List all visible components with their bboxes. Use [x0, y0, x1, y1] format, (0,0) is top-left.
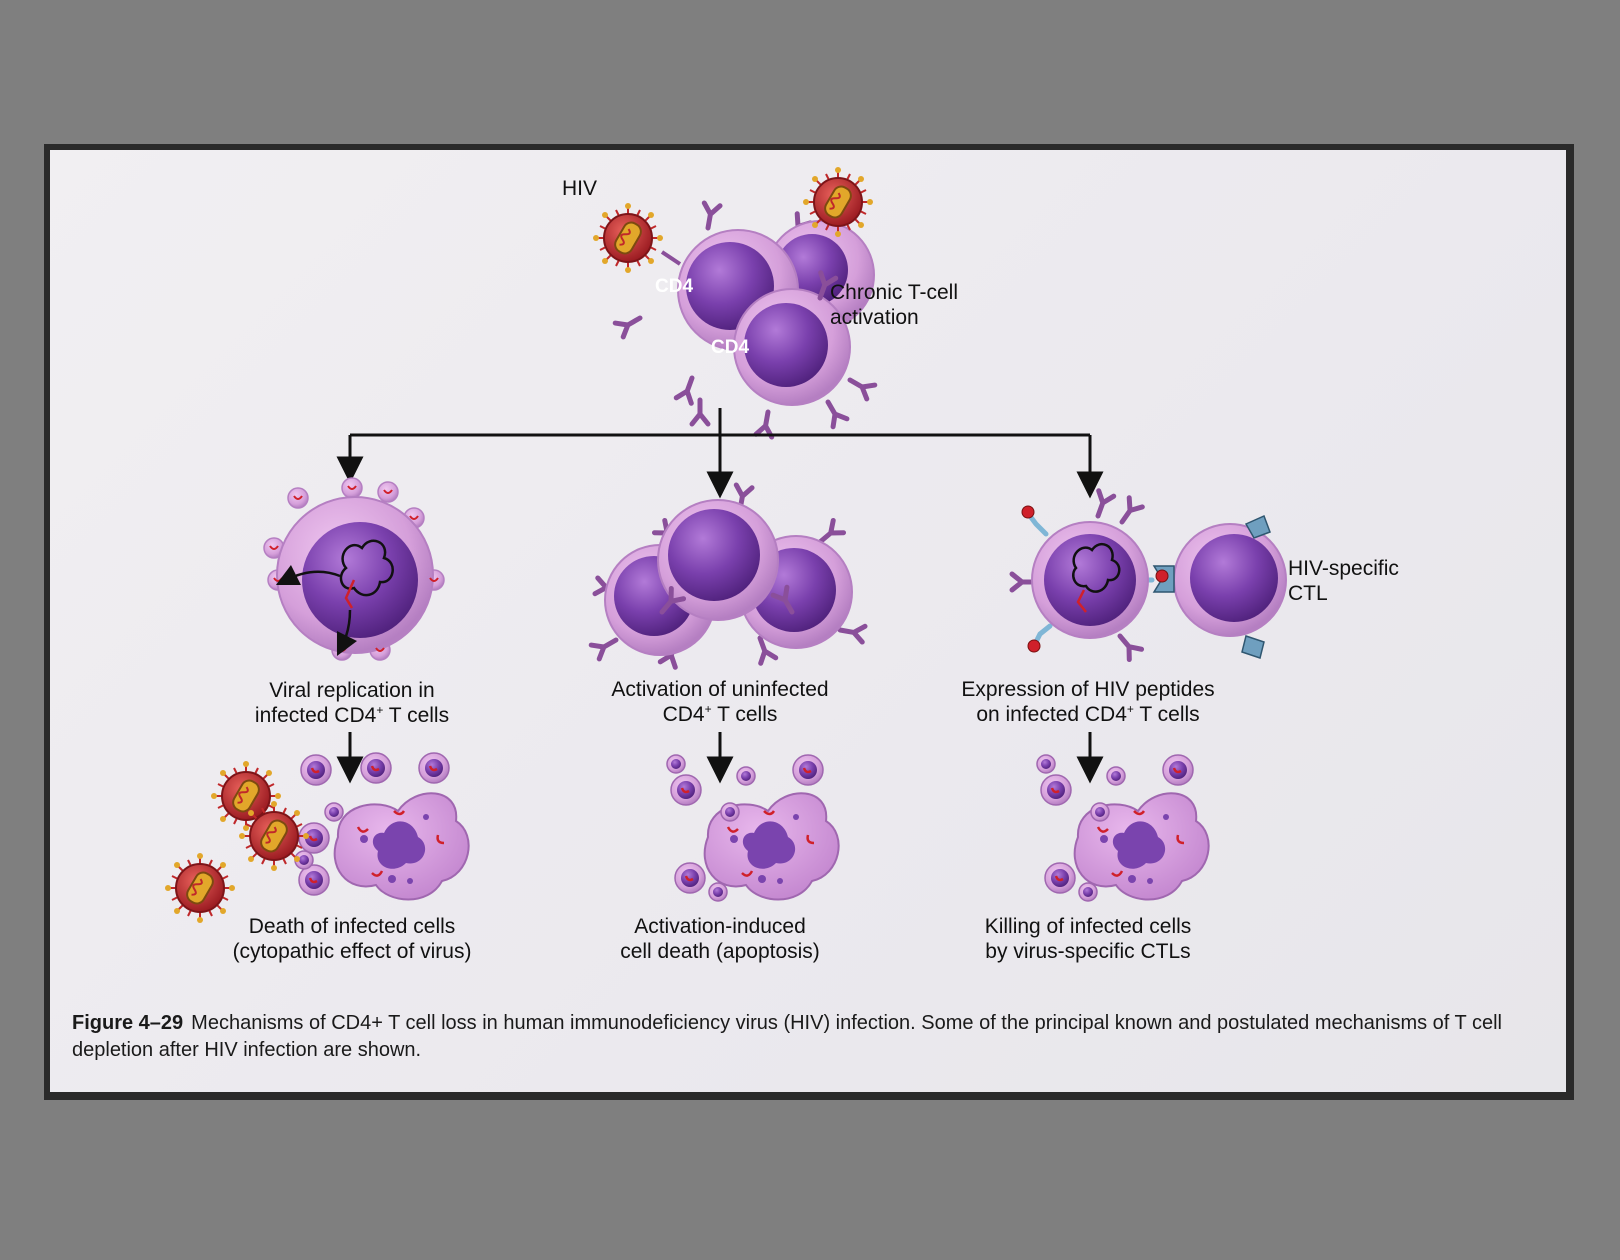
- activation-uninfected-label: Activation of uninfected CD4+ T cells: [611, 677, 828, 727]
- label-line: by virus-specific CTLs: [985, 940, 1191, 963]
- label-line: Activation-induced: [634, 915, 806, 938]
- hiv-label: HIV: [562, 177, 598, 200]
- top-cd4-cluster: [592, 166, 875, 437]
- death-infected-label: Death of infected cells (cytopathic effe…: [233, 914, 472, 964]
- cd4-label: CD4: [711, 337, 750, 358]
- receptor-icon: [756, 411, 776, 437]
- hiv-virus-icon: [164, 852, 236, 924]
- receptor-icon: [700, 203, 720, 229]
- caption-text: Mechanisms of CD4+ T cell loss in human …: [72, 1012, 1502, 1061]
- infected-cell-with-ctl: [1012, 491, 1287, 660]
- label-line: Activation of uninfected: [611, 678, 829, 701]
- label-line: cell death (apoptosis): [620, 940, 820, 963]
- label-line: CTL: [1288, 582, 1328, 605]
- branch-arrows: [336, 408, 1104, 784]
- label-line: CD4+ T cells: [662, 702, 778, 726]
- cd4-label: CD4: [655, 276, 694, 297]
- expression-hiv-peptides-label: Expression of HIV peptides on infected C…: [961, 677, 1214, 727]
- label-line: (cytopathic effect of virus): [232, 940, 472, 963]
- receptor-icon: [676, 375, 699, 403]
- chronic-activation-label: Chronic T-cell activation: [830, 280, 958, 330]
- nucleus: [744, 303, 828, 387]
- dying-cells-left: [164, 751, 470, 924]
- label-line: Killing of infected cells: [984, 915, 1192, 938]
- receptor-icon: [615, 311, 644, 337]
- aicd-label: Activation-induced cell death (apoptosis…: [620, 914, 820, 964]
- label-line: Chronic T-cell: [830, 281, 958, 304]
- hiv-virus-icon: [802, 166, 874, 238]
- receptor-icon: [1090, 491, 1113, 519]
- receptor-icon: [821, 398, 847, 427]
- hiv-virus-icon: [592, 202, 664, 274]
- receptor-icon: [591, 633, 620, 659]
- receptor-icon: [839, 622, 865, 642]
- figure-number: Figure 4–29: [72, 1012, 184, 1034]
- label-line: Viral replication in: [269, 679, 435, 702]
- diagram-canvas: [164, 166, 1287, 924]
- label-line: HIV-specific: [1288, 557, 1399, 580]
- viral-replication-label: Viral replication in infected CD4+ T cel…: [255, 678, 449, 728]
- receptor-icon: [846, 373, 875, 399]
- hiv-virus-icon: [238, 800, 310, 872]
- killing-ctl-label: Killing of infected cells by virus-speci…: [985, 914, 1192, 964]
- hiv-specific-ctl-label: HIV-specific CTL: [1288, 556, 1399, 606]
- infected-cd4-cell: [263, 477, 445, 661]
- label-line: activation: [830, 306, 919, 329]
- label-line: Death of infected cells: [248, 915, 456, 938]
- dying-cells-middle: [666, 753, 840, 902]
- receptor-icon: [692, 400, 708, 424]
- dying-cells-right: [1036, 753, 1210, 902]
- label-line: infected CD4+ T cells: [254, 703, 450, 727]
- receptor-icon: [1115, 498, 1142, 527]
- label-line: on infected CD4+ T cells: [976, 702, 1200, 726]
- virus-binding-link: [660, 250, 682, 266]
- receptor-icon: [1114, 631, 1142, 660]
- label-line: Expression of HIV peptides: [961, 678, 1215, 701]
- activated-uninfected-cells: [591, 485, 865, 667]
- figure-page: HIV CD4 CD4 Chronic T-cell activation Vi…: [50, 150, 1566, 1092]
